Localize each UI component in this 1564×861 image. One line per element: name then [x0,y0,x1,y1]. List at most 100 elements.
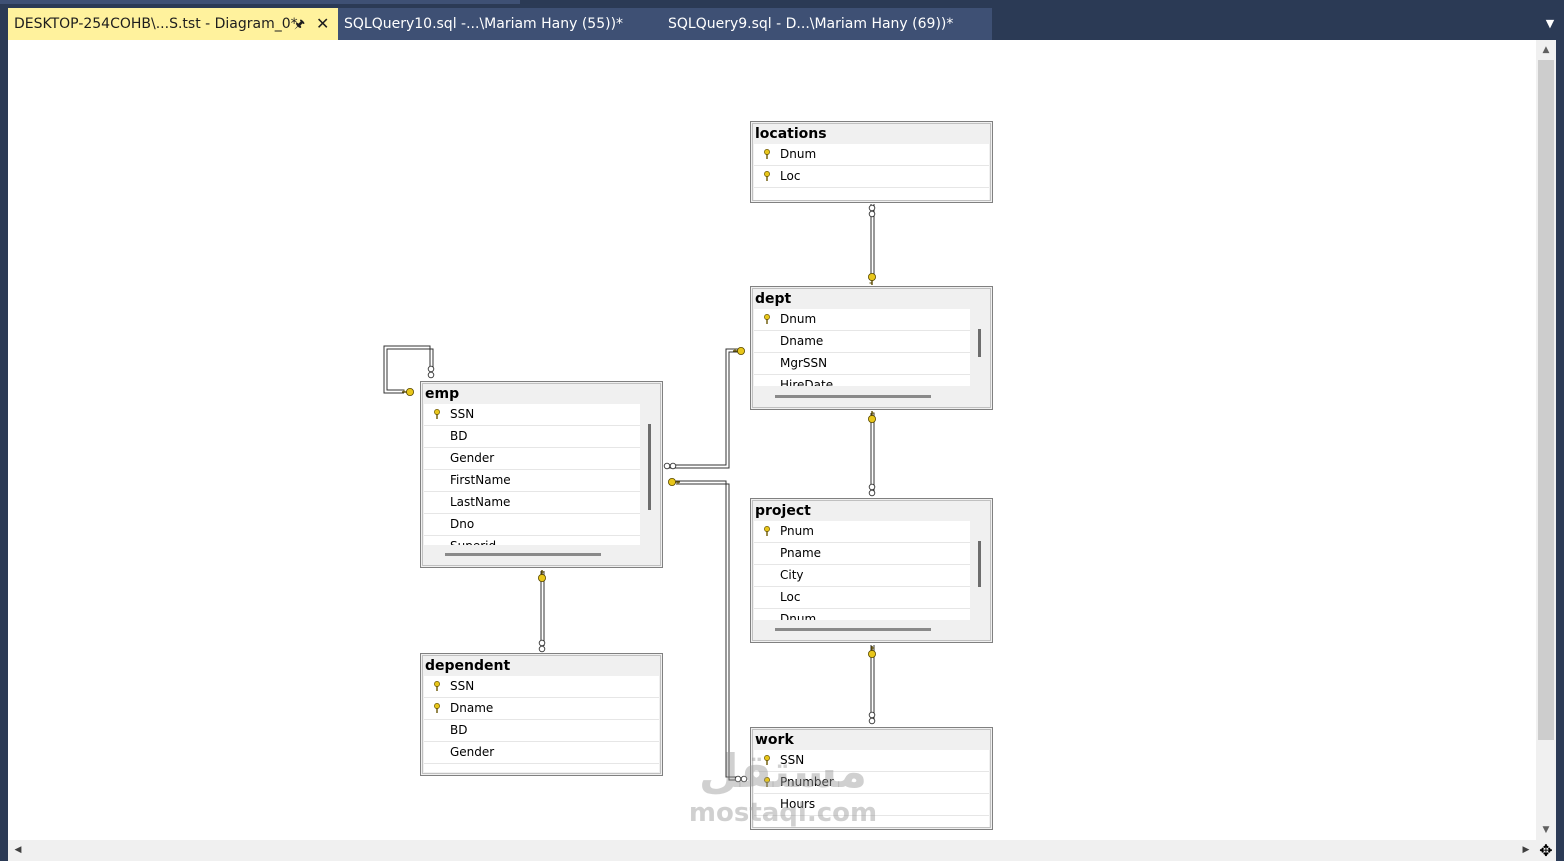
primary-key-icon [764,171,770,181]
primary-key-icon [764,149,770,159]
window-frame-right [1556,40,1564,861]
chevron-down-icon[interactable]: ▼ [1545,17,1555,30]
column-row[interactable]: Pnumber [754,772,989,794]
table-title: work [755,732,794,748]
column-row[interactable]: BD [424,720,659,742]
tab-label: SQLQuery9.sql - D...\Mariam Hany (69))* [668,16,954,32]
column-scrollbar[interactable] [978,329,981,357]
column-name: SSN [450,679,475,693]
column-name: Dname [780,334,824,348]
table-dependent[interactable]: dependent SSN Dname BD Gender [420,653,663,776]
watermark-latin: mostaql.com [688,798,878,828]
column-row[interactable]: SSN [754,750,989,772]
column-row[interactable]: Gender [424,742,659,764]
watermark-logo: مستقل mostaql.com [688,748,878,826]
column-name: SSN [780,753,805,767]
column-row[interactable]: SSN [424,404,640,426]
column-name: HireDate [780,378,834,386]
column-row[interactable]: City [754,565,970,587]
column-row[interactable]: SSN [424,676,659,698]
table-title: dept [755,291,792,307]
scroll-thumb[interactable] [1538,60,1554,740]
column-row[interactable]: Dname [754,331,970,353]
column-row[interactable]: HireDate [754,375,970,386]
column-row[interactable]: Gender [424,448,640,470]
column-row[interactable]: Hours [754,794,989,816]
column-row[interactable]: Dnum [754,609,970,620]
column-list[interactable]: Dnum Loc [754,144,989,200]
column-scrollbar[interactable] [978,541,981,587]
tab-sqlquery9[interactable]: SQLQuery9.sql - D...\Mariam Hany (69))* [658,8,992,40]
column-row[interactable]: MgrSSN [754,353,970,375]
column-row[interactable]: Dname [424,698,659,720]
table-dept[interactable]: dept Dnum Dname MgrSSN HireDate [750,286,993,410]
column-list[interactable]: Dnum Dname MgrSSN HireDate [754,309,970,386]
column-name: Hours [780,797,816,811]
pin-icon[interactable]: 🖈 [294,17,306,31]
column-scrollbar[interactable] [648,424,651,510]
column-name: Loc [780,169,801,183]
column-name: MgrSSN [780,356,828,370]
scroll-right-icon[interactable]: ▶ [1522,845,1530,855]
column-name: Dnum [780,147,817,161]
column-row[interactable]: Dnum [754,144,989,166]
tab-label: SQLQuery10.sql -...\Mariam Hany (55))* [344,16,624,32]
table-title: locations [755,126,827,142]
scroll-up-icon[interactable]: ▲ [1542,45,1550,55]
column-row[interactable]: FirstName [424,470,640,492]
column-hscrollbar[interactable] [775,395,931,398]
scroll-left-icon[interactable]: ◀ [14,845,22,855]
primary-key-icon [764,755,770,765]
column-row[interactable]: BD [424,426,640,448]
column-name: BD [450,429,468,443]
column-row[interactable]: Dnum [754,309,970,331]
column-row[interactable]: Pnum [754,521,970,543]
column-name: City [780,568,804,582]
tab-sqlquery10[interactable]: SQLQuery10.sql -...\Mariam Hany (55))* [338,8,658,40]
column-list[interactable]: SSN Dname BD Gender [424,676,659,772]
watermark-arabic: مستقل [698,744,868,798]
column-name: FirstName [450,473,511,487]
column-name: Gender [450,451,495,465]
scroll-down-icon[interactable]: ▼ [1542,825,1550,835]
pan-icon[interactable]: ✥ [1536,840,1556,861]
table-title: project [755,503,811,519]
table-title: emp [425,386,460,402]
column-name: Gender [450,745,495,759]
horizontal-scrollbar[interactable]: ◀ ▶ [8,840,1536,861]
column-row[interactable]: Pname [754,543,970,565]
column-name: Loc [780,590,801,604]
column-row[interactable]: Loc [754,166,989,188]
column-hscrollbar[interactable] [445,553,601,556]
table-locations[interactable]: locations Dnum Loc [750,121,993,203]
primary-key-icon [434,681,440,691]
column-name: BD [450,723,468,737]
vertical-scrollbar[interactable]: ▲ ▼ [1536,40,1556,840]
close-icon[interactable]: ✕ [316,14,330,33]
column-list[interactable]: SSN Pnumber Hours [754,750,989,827]
column-name: Superid [450,536,496,545]
table-work[interactable]: work SSN Pnumber Hours [750,727,993,830]
table-emp[interactable]: emp SSN BD Gender FirstName LastName Dno… [420,381,663,568]
column-name: Dno [450,517,475,531]
column-row[interactable]: Superid [424,536,640,545]
tab-diagram[interactable]: DESKTOP-254COHB\...S.tst - Diagram_0* 🖈 … [8,8,338,40]
primary-key-icon [434,703,440,713]
top-bar [0,0,1564,8]
column-row[interactable]: Dno [424,514,640,536]
column-hscrollbar[interactable] [775,628,931,631]
column-name: Dname [450,701,494,715]
column-row[interactable]: LastName [424,492,640,514]
column-list[interactable]: Pnum Pname City Loc Dnum [754,521,970,620]
primary-key-icon [764,314,770,324]
column-list[interactable]: SSN BD Gender FirstName LastName Dno Sup… [424,404,640,545]
column-name: Dnum [780,312,817,326]
column-name: SSN [450,407,475,421]
table-project[interactable]: project Pnum Pname City Loc Dnum [750,498,993,643]
column-name: Pnumber [780,775,834,789]
column-name: Dnum [780,612,817,620]
column-name: Pnum [780,524,814,538]
column-row[interactable]: Loc [754,587,970,609]
primary-key-icon [434,409,440,419]
tab-label: DESKTOP-254COHB\...S.tst - Diagram_0* [14,16,298,32]
